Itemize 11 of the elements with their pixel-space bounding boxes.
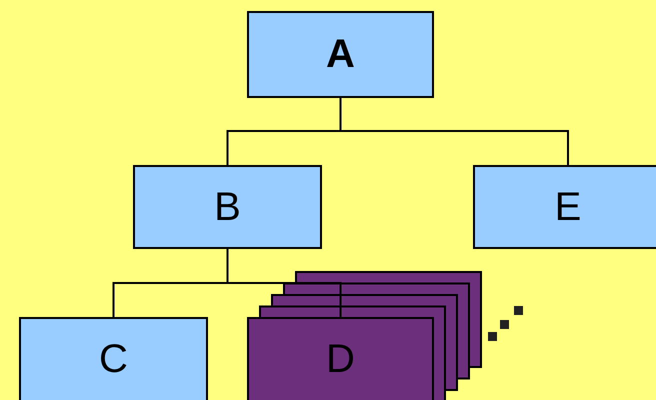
node-label: C	[99, 337, 128, 382]
org-box	[247, 11, 434, 98]
node-label: A	[326, 32, 355, 77]
node-label: B	[214, 184, 241, 230]
org-box	[473, 165, 656, 249]
org-box	[19, 317, 208, 400]
org-box	[133, 165, 322, 249]
org-box	[247, 317, 434, 400]
node-label: D	[326, 337, 355, 382]
connector-line	[340, 98, 569, 165]
node-label: E	[554, 184, 582, 230]
